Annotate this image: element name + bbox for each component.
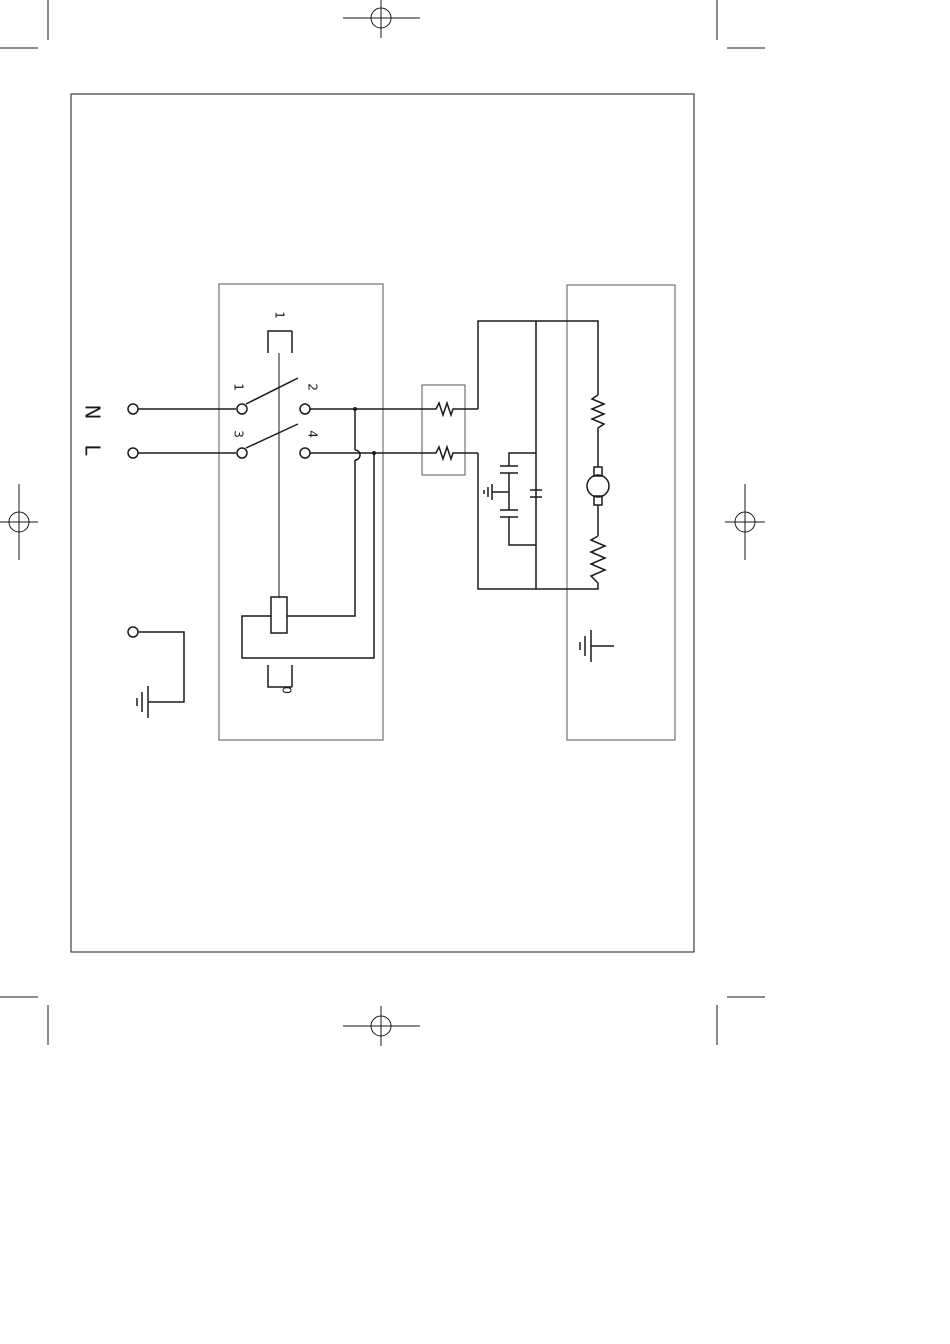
- thermal-fuse-box: [422, 385, 465, 475]
- motor-earth-symbol: [580, 630, 614, 662]
- registration-mark-bottom: [343, 1006, 420, 1046]
- switch-off-label: 0: [280, 686, 294, 694]
- earth-terminal-left: [128, 627, 184, 718]
- switch-on-label: 1: [273, 311, 287, 319]
- neutral-terminal: [128, 404, 138, 414]
- thermal-fuse-bottom: [432, 447, 478, 459]
- suppression-capacitors: [484, 453, 542, 545]
- contact-4-label: 4: [306, 430, 320, 438]
- switch-unit-box: [219, 284, 383, 740]
- registration-mark-right: [725, 484, 765, 560]
- pilot-lamp: [242, 407, 376, 658]
- neutral-label: N: [81, 405, 105, 420]
- motor-unit-box: [567, 285, 675, 740]
- motor-feed-top: [478, 321, 598, 409]
- registration-mark-top: [343, 0, 420, 38]
- contact-2-label: 2: [306, 383, 320, 391]
- motor-resistor-bottom: [591, 536, 605, 583]
- registration-mark-left: [0, 484, 38, 560]
- thermal-fuse-top: [432, 403, 478, 415]
- contact-1-label: 1: [232, 383, 246, 391]
- motor-resistor-top: [592, 395, 604, 467]
- line-label: L: [81, 444, 105, 456]
- contact-3-label: 3: [232, 430, 246, 438]
- line-terminal: [128, 448, 138, 458]
- motor-symbol: [587, 467, 609, 536]
- motor-feed-bottom: [478, 453, 598, 589]
